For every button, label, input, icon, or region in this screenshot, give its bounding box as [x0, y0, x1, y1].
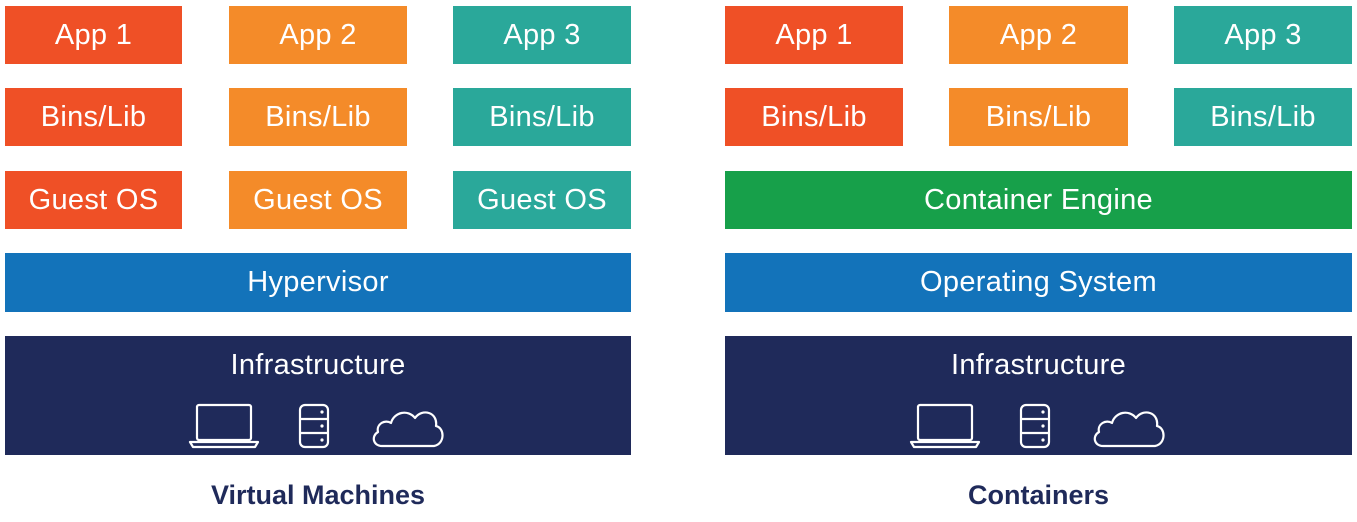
- vm-bins-3-label: Bins/Lib: [489, 100, 595, 133]
- vm-app-3: App 3: [453, 6, 631, 64]
- vm-app-1: App 1: [5, 6, 182, 64]
- containers-caption: Containers: [967, 480, 1110, 510]
- database-icon: [296, 402, 332, 458]
- vm-hypervisor-label: Hypervisor: [247, 266, 389, 298]
- database-icon: [1017, 402, 1053, 458]
- vm-bins-3: Bins/Lib: [453, 88, 631, 146]
- vm-guest-os-1: Guest OS: [5, 171, 182, 229]
- ct-bins-3: Bins/Lib: [1174, 88, 1352, 146]
- vm-bins-2: Bins/Lib: [229, 88, 407, 146]
- vm-guest-os-1-label: Guest OS: [28, 183, 159, 216]
- vm-guest-os-3-label: Guest OS: [477, 183, 607, 216]
- vm-infrastructure-label: Infrastructure: [230, 349, 406, 381]
- ct-infrastructure-icons: [909, 402, 1169, 458]
- ct-bins-1: Bins/Lib: [725, 88, 903, 146]
- vm-bins-2-label: Bins/Lib: [265, 100, 371, 133]
- ct-bins-2: Bins/Lib: [949, 88, 1128, 146]
- vm-hypervisor: Hypervisor: [5, 253, 631, 312]
- ct-app-3: App 3: [1174, 6, 1352, 64]
- vm-bins-1: Bins/Lib: [5, 88, 182, 146]
- vm-app-1-label: App 1: [54, 18, 133, 51]
- ct-operating-system-label: Operating System: [920, 266, 1157, 298]
- ct-app-1: App 1: [725, 6, 903, 64]
- ct-app-3-label: App 3: [1224, 18, 1302, 51]
- vm-infrastructure: Infrastructure: [5, 336, 631, 455]
- vm-app-3-label: App 3: [503, 18, 581, 51]
- vm-guest-os-2-label: Guest OS: [253, 183, 383, 216]
- ct-container-engine-label: Container Engine: [924, 183, 1153, 216]
- cloud-icon: [1089, 402, 1169, 458]
- ct-infrastructure-label: Infrastructure: [950, 349, 1127, 381]
- laptop-icon: [909, 402, 981, 458]
- vm-app-2-label: App 2: [279, 18, 357, 51]
- vm-bins-1-label: Bins/Lib: [40, 100, 147, 133]
- cloud-icon: [368, 402, 448, 458]
- vm-caption: Virtual Machines: [210, 480, 426, 510]
- ct-bins-3-label: Bins/Lib: [1210, 100, 1316, 133]
- vm-guest-os-3: Guest OS: [453, 171, 631, 229]
- laptop-icon: [188, 402, 260, 458]
- ct-app-1-label: App 1: [775, 18, 853, 51]
- ct-bins-1-label: Bins/Lib: [761, 100, 867, 133]
- vm-infrastructure-icons: [188, 402, 448, 458]
- vm-guest-os-2: Guest OS: [229, 171, 407, 229]
- ct-bins-2-label: Bins/Lib: [985, 100, 1092, 133]
- ct-infrastructure: Infrastructure: [725, 336, 1352, 455]
- ct-app-2: App 2: [949, 6, 1128, 64]
- ct-container-engine: Container Engine: [725, 171, 1352, 229]
- ct-operating-system: Operating System: [725, 253, 1352, 312]
- vm-app-2: App 2: [229, 6, 407, 64]
- ct-app-2-label: App 2: [999, 18, 1078, 51]
